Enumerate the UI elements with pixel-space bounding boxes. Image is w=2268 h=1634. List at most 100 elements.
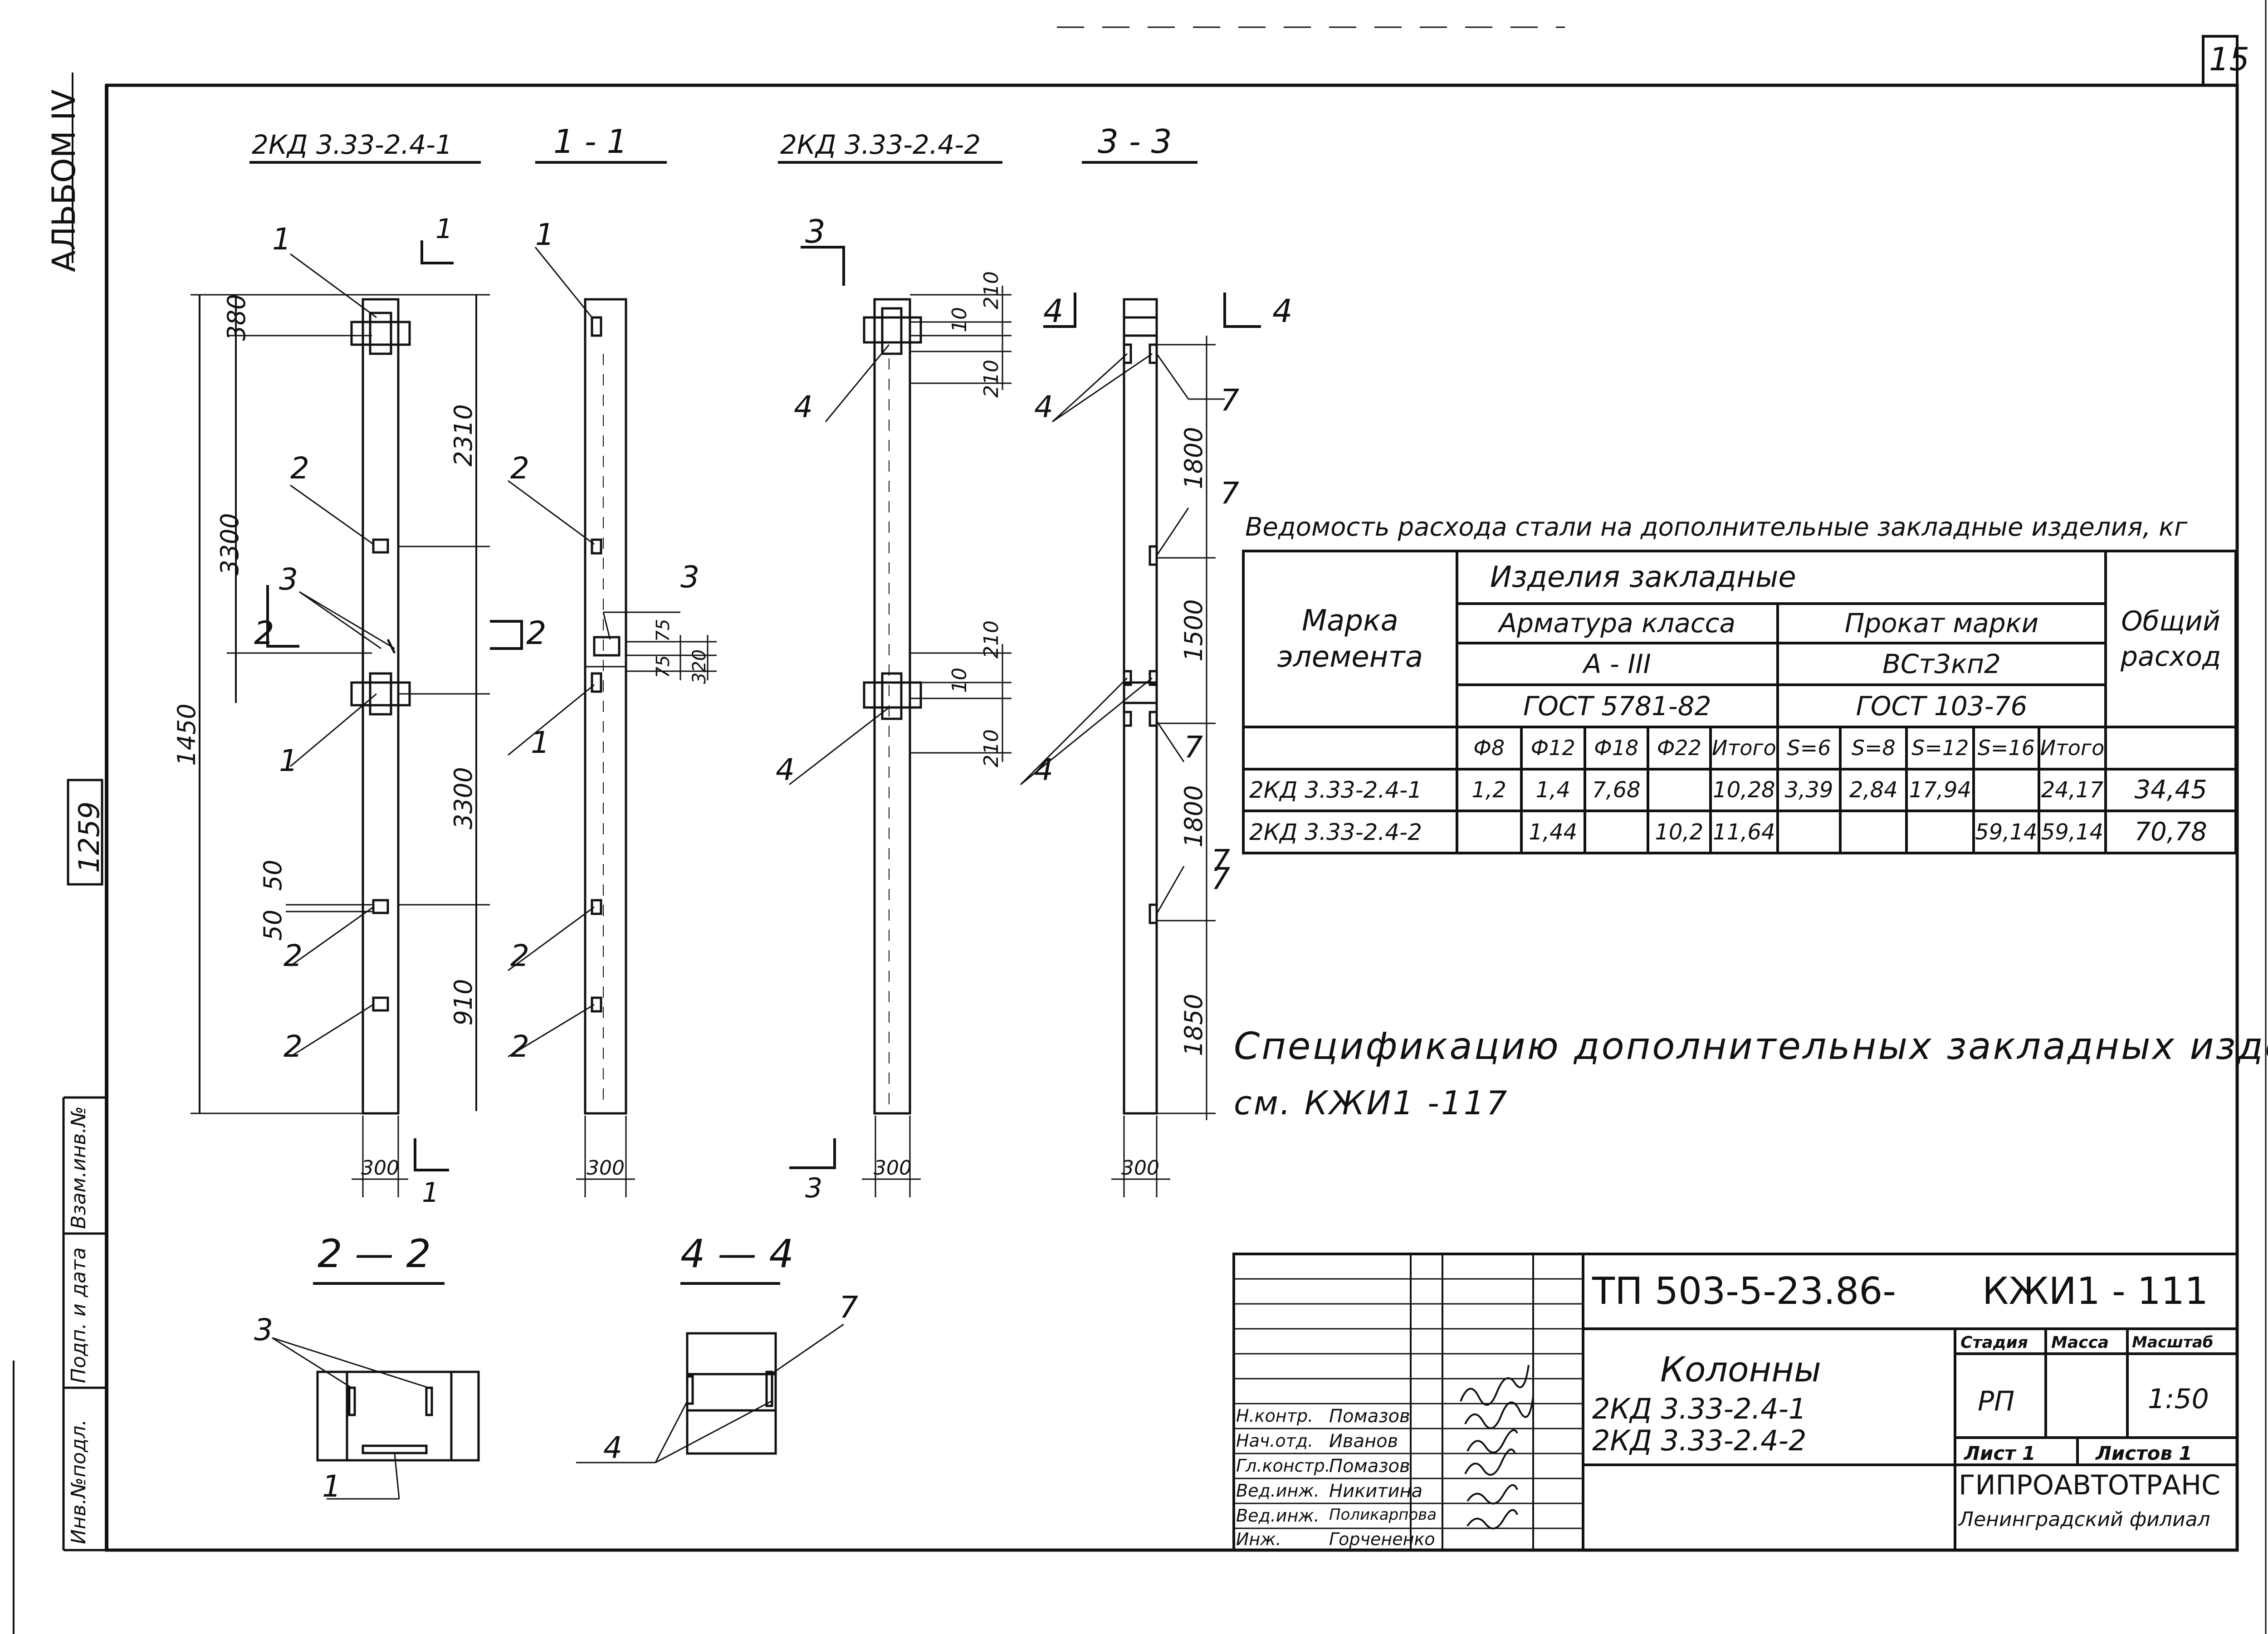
organization-branch: Ленинградский филиал bbox=[1959, 1508, 2210, 1531]
table-row: 2КД 3.33-2.4-1 1,2 1,4 7,68 10,28 3,39 2… bbox=[1242, 767, 2237, 813]
name-3: Помазов bbox=[1329, 1456, 1410, 1477]
inventory-number: 1259 bbox=[73, 801, 106, 873]
role-1: Н.контр. bbox=[1236, 1406, 1314, 1426]
sub-f18: Ф18 bbox=[1583, 725, 1649, 771]
mark-1-top: 1 bbox=[272, 222, 291, 257]
mark-2-c: 2 bbox=[284, 1029, 303, 1064]
row-1-rolled-total: 24,17 bbox=[2037, 767, 2107, 813]
row-2-f8 bbox=[1455, 810, 1523, 854]
mark-4-c: 4 bbox=[1034, 390, 1053, 424]
row-1-s16 bbox=[1972, 767, 2040, 813]
sheet-number-box bbox=[2202, 35, 2239, 87]
mark-4-b: 4 bbox=[776, 752, 795, 787]
section-2-2 bbox=[272, 1337, 480, 1500]
dim-300-b: 300 bbox=[587, 1156, 625, 1180]
rolled-gost: ГОСТ 103-76 bbox=[1776, 683, 2107, 728]
mark-2-b: 2 bbox=[284, 938, 303, 973]
sheet-number: 15 bbox=[2209, 41, 2250, 78]
scale-header: Масштаб bbox=[2132, 1333, 2214, 1351]
dim-210-a: 210 bbox=[980, 271, 1003, 309]
role-3: Гл.констр. bbox=[1236, 1456, 1330, 1476]
dim-910: 910 bbox=[449, 979, 478, 1025]
row-1-s6: 3,39 bbox=[1776, 767, 1842, 813]
section-mark-4-right: 4 bbox=[1272, 293, 1293, 330]
mark-2-a: 2 bbox=[290, 451, 309, 486]
mark-7-a: 7 bbox=[1220, 383, 1239, 418]
mark-7-d: 7 bbox=[1211, 843, 1230, 878]
view-title-section-3-3: 3 - 3 bbox=[1098, 122, 1172, 161]
dim-300-a: 300 bbox=[361, 1156, 399, 1180]
row-1-f12: 1,4 bbox=[1520, 767, 1586, 813]
note-line-2: см. КЖИ1 -117 bbox=[1234, 1084, 1509, 1122]
row-2-s8 bbox=[1839, 810, 1908, 854]
section-4-4 bbox=[576, 1323, 844, 1463]
dim-75-a: 75 bbox=[653, 619, 674, 642]
steel-table-caption: Ведомость расхода стали на дополнительны… bbox=[1245, 512, 2188, 542]
name-5: Поликарпова bbox=[1329, 1506, 1437, 1524]
stamp-sign-date: Подп. и дата bbox=[67, 1247, 90, 1383]
mark-4-d: 4 bbox=[1034, 752, 1053, 787]
name-1: Помазов bbox=[1329, 1406, 1410, 1427]
dim-10-b: 10 bbox=[948, 668, 971, 693]
sub-subtotal-rolled: Итого bbox=[2037, 725, 2107, 771]
role-4: Вед.инж. bbox=[1236, 1481, 1320, 1501]
row-1-f18: 7,68 bbox=[1583, 767, 1649, 813]
view-title-column-1: 2КД 3.33-2.4-1 bbox=[252, 129, 452, 160]
dim-10-a: 10 bbox=[948, 307, 971, 332]
mark-1-sec22: 1 bbox=[322, 1469, 341, 1504]
row-2-f12: 1,44 bbox=[1520, 810, 1586, 854]
sub-subtotal-rebar: Итого bbox=[1709, 725, 1779, 771]
column-elevation-1 bbox=[191, 240, 490, 1197]
mark-2-side-a: 2 bbox=[510, 451, 529, 486]
dim-210-d: 210 bbox=[980, 729, 1003, 767]
mark-7-sec44: 7 bbox=[839, 1290, 858, 1325]
view-title-column-2: 2КД 3.33-2.4-2 bbox=[780, 129, 981, 160]
sheets-value: Листов 1 bbox=[2096, 1442, 2192, 1464]
mark-7-c: 7 bbox=[1184, 730, 1203, 765]
row-2-f18 bbox=[1583, 810, 1649, 854]
dim-380: 380 bbox=[222, 294, 251, 341]
drawing-code: ТП 503-5-23.86- bbox=[1592, 1270, 1897, 1313]
section-mark-4-left: 4 bbox=[1043, 293, 1064, 330]
row-1-s8: 2,84 bbox=[1839, 767, 1908, 813]
dim-75-b: 75 bbox=[653, 655, 674, 678]
row-1-mark: 2КД 3.33-2.4-1 bbox=[1242, 767, 1458, 813]
mark-2-side-b: 2 bbox=[510, 938, 529, 973]
role-5: Вед.инж. bbox=[1236, 1506, 1320, 1526]
object-name: Колонны bbox=[1660, 1349, 1821, 1390]
row-2-total: 70,78 bbox=[2104, 810, 2237, 854]
section-mark-3-top: 3 bbox=[805, 213, 826, 250]
view-title-section-1-1: 1 - 1 bbox=[553, 122, 628, 161]
role-6: Инж. bbox=[1236, 1529, 1281, 1549]
section-mark-2-right: 2 bbox=[526, 615, 547, 652]
organization: ГИПРОАВТОТРАНС bbox=[1959, 1469, 2220, 1501]
title-block-lines bbox=[1232, 1253, 2239, 1551]
header-rolled-grade: Прокат марки bbox=[1776, 602, 2107, 644]
rolled-steel-grade: ВСт3кп2 bbox=[1776, 641, 2107, 687]
role-2: Нач.отд. bbox=[1236, 1431, 1314, 1451]
mark-1-side-top: 1 bbox=[535, 217, 554, 252]
mark-3-side: 3 bbox=[680, 560, 699, 595]
column-section-3-3 bbox=[1020, 293, 1261, 1197]
sub-f12: Ф12 bbox=[1520, 725, 1586, 771]
sub-f22: Ф22 bbox=[1646, 725, 1712, 771]
stage-header: Стадия bbox=[1960, 1333, 2028, 1352]
note-line-1: Спецификацию дополнительных закладных из… bbox=[1234, 1025, 2268, 1068]
mark-2-side-c: 2 bbox=[510, 1029, 529, 1064]
signatures bbox=[1460, 1365, 1534, 1530]
dim-1800-a: 1800 bbox=[1179, 427, 1208, 489]
name-2: Иванов bbox=[1329, 1431, 1398, 1452]
dim-3300-lower: 3300 bbox=[449, 767, 478, 829]
view-title-section-4-4: 4 — 4 bbox=[680, 1231, 794, 1277]
rebar-gost: ГОСТ 5781-82 bbox=[1455, 683, 1779, 728]
dim-1800-b: 1800 bbox=[1179, 785, 1208, 847]
header-total: Общий расход bbox=[2104, 550, 2237, 728]
item-1: 2КД 3.33-2.4-1 bbox=[1592, 1392, 1807, 1425]
stamp-replace-inv: Взам.инв.№ bbox=[67, 1106, 90, 1229]
sub-s8: S=8 bbox=[1839, 725, 1908, 771]
inventory-box bbox=[67, 779, 103, 886]
section-mark-3-bottom: 3 bbox=[805, 1172, 822, 1204]
sheet-code: КЖИ1 - 111 bbox=[1982, 1270, 2209, 1313]
mark-4-a: 4 bbox=[794, 390, 813, 424]
